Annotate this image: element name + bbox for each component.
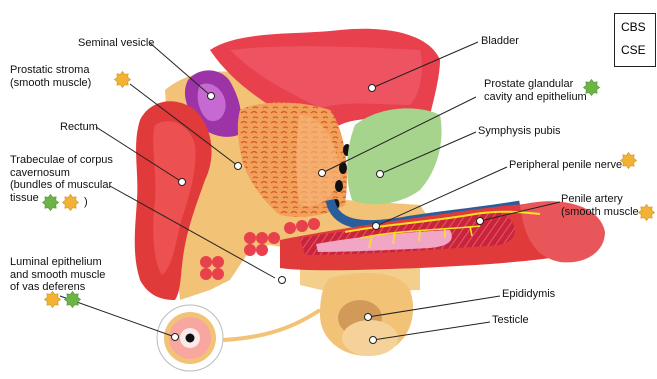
artery-star-marker: [638, 204, 654, 220]
label-peripheral-nerve: Peripheral penile nerve: [509, 159, 622, 172]
label-prostatic-stroma: Prostatic stroma (smooth muscle): [10, 64, 91, 89]
vas-deferens-section: [157, 305, 320, 371]
label-trabeculae-close: ): [84, 196, 88, 209]
label-seminal-vesicle: Seminal vesicle: [78, 37, 154, 50]
label-bladder: Bladder: [481, 35, 519, 48]
vas-orange-star-marker: [44, 291, 60, 307]
prostate-glandular-region: [347, 108, 441, 204]
vas-green-star-marker: [64, 291, 80, 307]
label-symphysis-pubis: Symphysis pubis: [478, 125, 561, 138]
stroma-star-marker: [114, 71, 130, 87]
label-luminal-epithelium: Luminal epithelium and smooth muscle of …: [10, 256, 105, 294]
label-trabeculae: Trabeculae of corpus cavernosum (bundles…: [10, 154, 113, 204]
legend-cbs: CBS: [621, 20, 646, 34]
nerve-star-marker: [620, 152, 636, 168]
label-testicle: Testicle: [492, 314, 529, 327]
legend-cse: CSE: [621, 43, 646, 57]
label-epididymis: Epididymis: [502, 288, 555, 301]
label-penile-artery: Penile artery (smooth muscle: [561, 193, 639, 218]
label-prostate-glandular: Prostate glandular cavity and epithelium: [484, 78, 587, 103]
label-rectum: Rectum: [60, 121, 98, 134]
legend-box: CBS CSE: [614, 13, 656, 67]
